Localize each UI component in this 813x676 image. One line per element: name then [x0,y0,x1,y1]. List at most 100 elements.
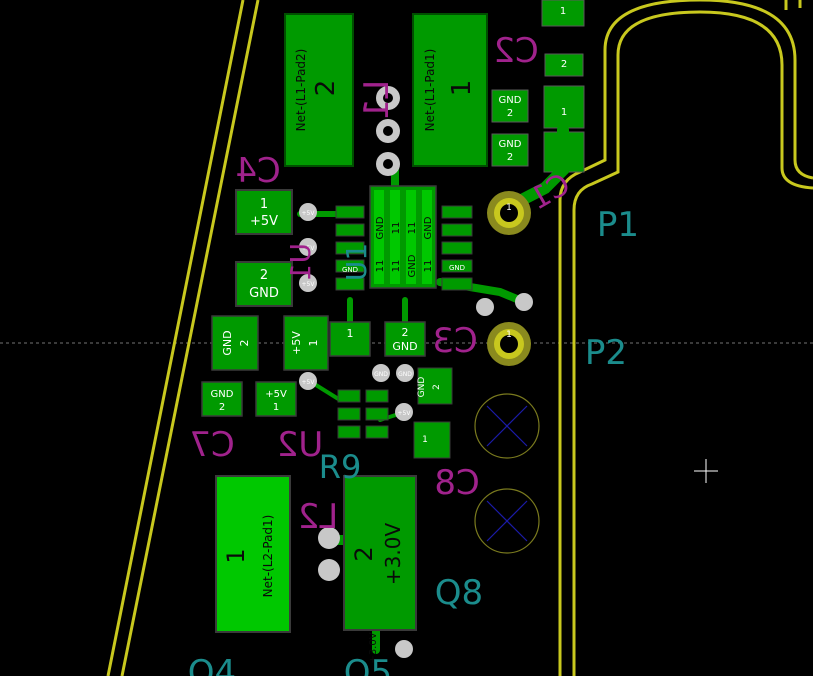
svg-text:11: 11 [391,222,402,235]
c4-pad-2 [235,261,293,307]
svg-text:GND: GND [392,340,417,353]
svg-text:GND: GND [249,286,279,301]
cursor-crosshair-icon [694,459,718,483]
svg-text:+5V: +5V [302,281,316,288]
via-large-2 [376,119,400,143]
c4-footprint[interactable]: 1 +5V 2 GND [235,189,293,307]
svg-text:GND: GND [499,139,522,150]
svg-text:+3.0V: +3.0V [368,632,379,663]
c2-footprint[interactable]: 1 2 1 1 GND 2 GND 2 [491,0,585,173]
ref-c3: C3 [432,321,477,361]
ref-u1: U1 [284,243,317,281]
l1-pad-2-number: 2 [311,80,341,97]
c3-pad-1 [329,321,371,357]
svg-text:+3.0V: +3.0V [381,523,405,586]
svg-text:11: 11 [391,260,402,273]
ref-c4: C4 [235,151,280,191]
u1-right-pins [441,205,473,291]
svg-text:1: 1 [422,435,428,445]
svg-text:GND: GND [221,330,234,355]
c7-pad-5v [255,381,297,417]
via-large-4 [318,527,340,549]
svg-text:+5V: +5V [250,214,278,229]
l1-pad-1-number: 1 [447,80,477,97]
svg-text:2: 2 [507,152,513,163]
l2-pad-1 [215,475,291,633]
ref-c1: C1 [524,167,576,217]
svg-text:1: 1 [561,107,567,118]
gnd-pad-a [491,89,529,123]
l2-footprint[interactable]: 1 Net-(L2-Pad1) [215,475,291,633]
u1-left-pins [335,205,365,291]
svg-text:GND: GND [417,377,427,398]
svg-text:2: 2 [432,384,442,390]
ref-u1-front: U1 [340,243,373,281]
l1-pad-2-netname: Net-(L1-Pad2) [294,49,308,132]
l1-footprint[interactable]: 2 Net-(L1-Pad2) 1 Net-(L1-Pad1) [284,13,488,167]
vias[interactable]: +5V +5V +5V GND GND +5V +5V [299,86,533,658]
mounting-holes [474,393,540,554]
gnd-pad-vertical [211,315,259,371]
via-plain-2 [515,293,533,311]
l1-pad-2 [284,13,354,167]
svg-text:2: 2 [238,340,251,347]
svg-text:1: 1 [260,197,268,212]
svg-text:2: 2 [260,268,268,283]
ref-r9: R9 [319,448,362,486]
svg-text:1: 1 [222,548,250,563]
c7-pad-gnd [201,381,243,417]
svg-text:Net-(L2-Pad1): Net-(L2-Pad1) [261,515,275,598]
ref-l1: L1 [357,80,397,121]
svg-text:1: 1 [506,330,512,340]
via-large-3 [376,152,400,176]
svg-text:GND: GND [398,371,412,378]
via-5v-5: +5V [395,403,413,421]
plus5v-pad-vertical [283,315,329,371]
board-outline [106,0,813,676]
svg-text:11: 11 [375,260,386,273]
ref-l2: L2 [298,497,339,537]
ref-c2: C2 [493,31,538,71]
svg-text:GND: GND [211,389,234,400]
left-pads[interactable]: GND 2 +5V 1 GND 2 +5V 1 [201,315,329,417]
svg-text:+5V: +5V [302,210,316,217]
svg-text:+5V: +5V [302,379,316,386]
via-gnd-2: GND [396,364,414,382]
u1-footprint[interactable]: GND 11 11 GND 11 11 GND 11 GND GND [335,185,473,291]
svg-text:+5V: +5V [398,410,412,417]
svg-text:+5V: +5V [290,331,303,355]
c2-pad-1a [543,85,585,129]
c3-footprint[interactable]: 1 2 GND [329,321,426,357]
svg-text:2: 2 [402,326,409,339]
svg-text:GND: GND [407,254,418,277]
via-gnd-1: GND [372,364,390,382]
svg-text:+5V: +5V [265,389,287,400]
svg-text:1: 1 [506,203,512,213]
via-plain-3 [395,640,413,658]
ref-p1: P1 [597,205,639,245]
ref-q4: Q4 [188,653,236,676]
svg-text:GND: GND [499,95,522,106]
via-large-5 [318,559,340,581]
ref-q8: Q8 [435,573,483,613]
svg-text:GND: GND [423,216,434,239]
top-pad-1 [541,0,585,27]
via-large-1 [376,86,400,110]
l1-pad-1 [412,13,488,167]
via-5v-2: +5V [299,238,317,256]
right-pad-gnd [417,367,453,405]
svg-text:1: 1 [347,327,354,340]
p2-pad[interactable]: 1 [487,322,531,366]
ref-c8: C8 [434,463,479,503]
via-plain-1 [476,298,494,316]
svg-text:11: 11 [423,260,434,273]
svg-text:2: 2 [350,546,378,561]
q-footprint-3v0[interactable]: 2 +3.0V +3.0V [343,475,417,664]
ref-u2: U2 [277,425,324,465]
l1-pad-1-netname: Net-(L1-Pad1) [423,49,437,132]
p1-pad[interactable]: 1 [487,191,531,235]
svg-text:11: 11 [407,222,418,235]
ref-q5: Q5 [344,653,392,676]
u2-footprint[interactable] [337,367,453,459]
